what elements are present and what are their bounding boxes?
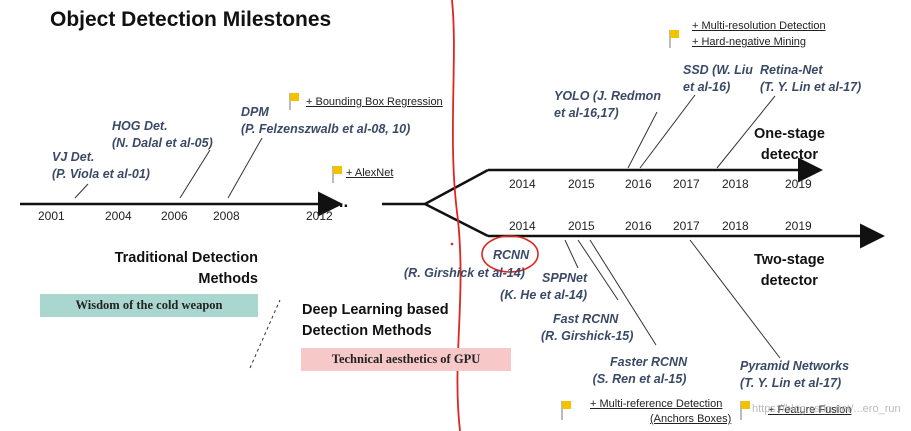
fast-rcnn-detector: Fast RCNN(R. Girshick-15) <box>541 312 634 343</box>
top-year-2018: 2018 <box>722 177 749 191</box>
note-feature-fusion: + Feature Fusion <box>768 404 852 416</box>
bottom-year-2017: 2017 <box>673 219 700 233</box>
ellipsis: ... <box>334 192 349 211</box>
note-hardneg: + Hard-negative Mining <box>692 36 807 48</box>
red-dot <box>450 242 454 246</box>
top-year-2017: 2017 <box>673 177 700 191</box>
connector-retina <box>716 95 776 169</box>
flag-bbox-icon <box>289 93 299 110</box>
red-rcnn-circle <box>481 235 539 273</box>
spp-detector: SPPNet(K. He et al-14) <box>500 271 588 302</box>
bottom-year-2018: 2018 <box>722 219 749 233</box>
connector-dpm <box>227 137 263 199</box>
note-multiref: + Multi-reference Detection <box>590 398 723 410</box>
top-year-2019: 2019 <box>785 177 812 191</box>
retina-detector: Retina-Net(T. Y. Lin et al-17) <box>760 63 862 94</box>
hog-detector: HOG Det.(N. Dalal et al-05) <box>112 119 213 150</box>
page-title: Object Detection Milestones <box>50 8 332 31</box>
connector-faster <box>589 239 657 346</box>
connector-fpn <box>689 239 781 359</box>
note-anchors: (Anchors Boxes) <box>650 413 732 425</box>
watermark: https://blog.csdn.net/...ero_run <box>752 403 901 415</box>
rcnn-detector: RCNN <box>493 248 530 262</box>
bottom-year-2015: 2015 <box>568 219 595 233</box>
connector-spp <box>564 239 579 269</box>
year-2012: 2012 <box>306 209 333 223</box>
connector-ssd <box>639 94 696 169</box>
note-multires: + Multi-resolution Detection <box>692 20 826 32</box>
top-year-2015: 2015 <box>568 177 595 191</box>
branch-down <box>424 202 489 238</box>
cold-weapon-tag: Wisdom of the cold weapon <box>40 294 258 317</box>
vj-detector: VJ Det.(P. Viola et al-01) <box>52 150 150 181</box>
connector-hog <box>179 149 211 199</box>
bottom-year-2014: 2014 <box>509 219 536 233</box>
bottom-year-2016: 2016 <box>625 219 652 233</box>
note-alexnet: + AlexNet <box>346 167 394 179</box>
flag-alexnet-icon <box>332 166 342 183</box>
year-2006: 2006 <box>161 209 188 223</box>
flag-multires-icon <box>669 30 679 48</box>
connector-yolo <box>627 111 658 169</box>
dpm-detector: DPM(P. Felzenszwalb et al-08, 10) <box>241 105 411 136</box>
flag-fusion-icon <box>740 401 750 420</box>
rcnn-author: (R. Girshick et al-14) <box>404 266 525 280</box>
bottom-year-2019: 2019 <box>785 219 812 233</box>
gpu-tag: Technical aesthetics of GPU <box>301 348 511 371</box>
branch-up <box>424 168 489 206</box>
note-bbox-regression: + Bounding Box Regression <box>306 96 443 108</box>
connector-fast <box>577 239 619 301</box>
year-2008: 2008 <box>213 209 240 223</box>
top-year-2016: 2016 <box>625 177 652 191</box>
flag-multiref-icon <box>561 401 571 420</box>
year-2001: 2001 <box>38 209 65 223</box>
connector-vj <box>74 183 89 199</box>
faster-rcnn-detector: Faster RCNN(S. Ren et al-15) <box>592 355 688 386</box>
top-year-2014: 2014 <box>509 177 536 191</box>
fpn-detector: Pyramid Networks(T. Y. Lin et al-17) <box>740 359 850 390</box>
dashed-divider <box>249 299 281 369</box>
year-2004: 2004 <box>105 209 132 223</box>
